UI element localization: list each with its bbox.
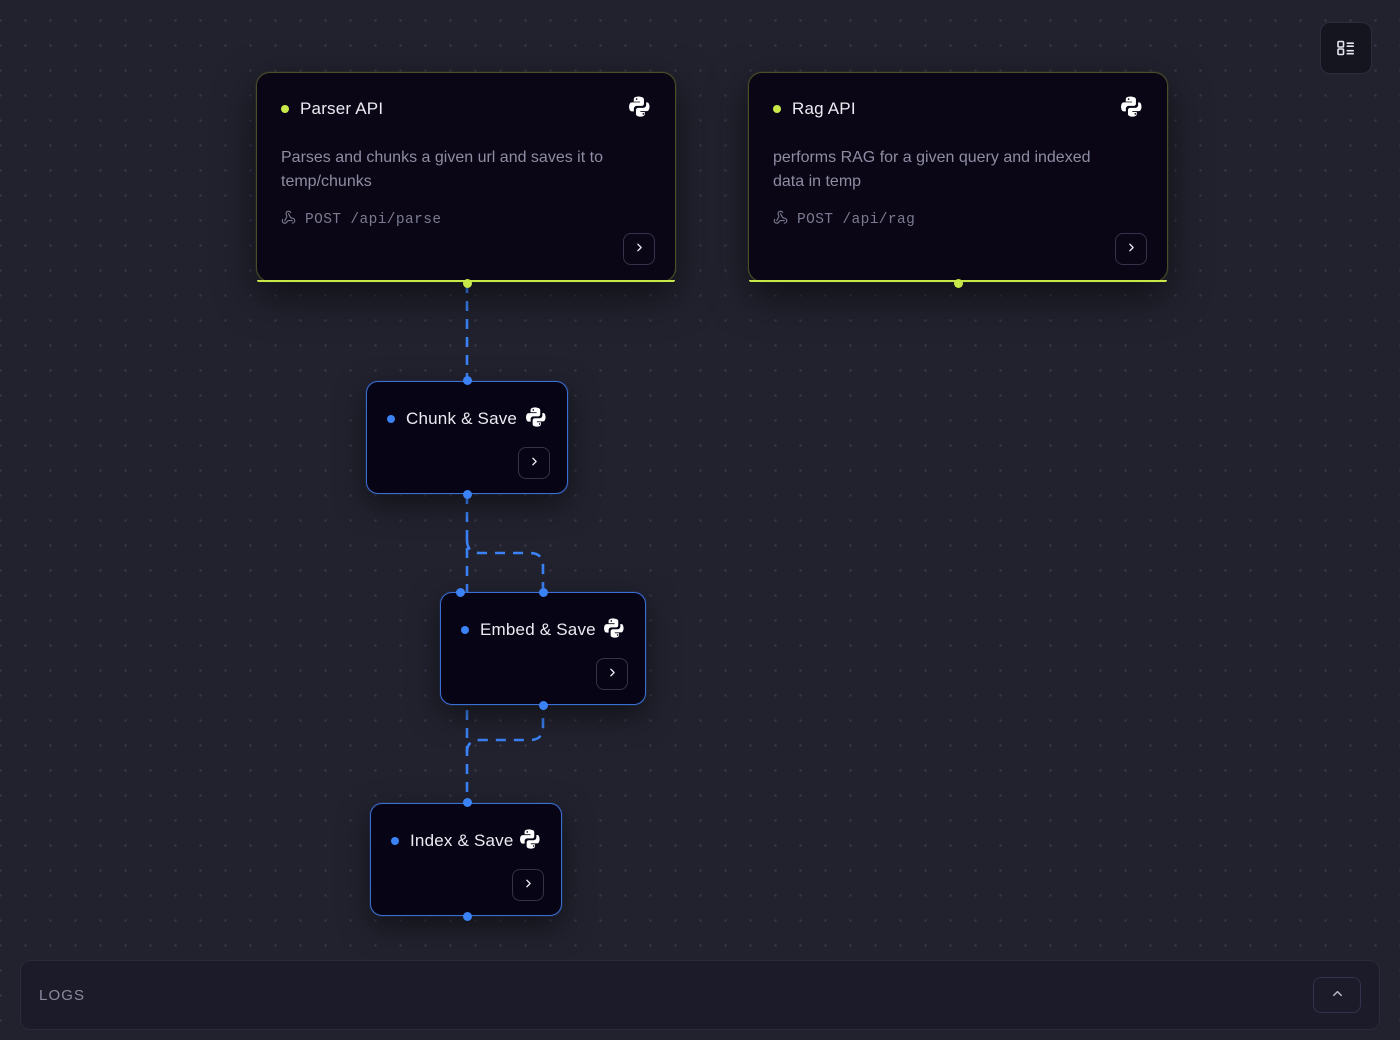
python-icon bbox=[604, 617, 625, 643]
chevron-up-icon bbox=[1330, 986, 1345, 1004]
edge-embed-to-index bbox=[465, 705, 545, 753]
expand-button[interactable] bbox=[596, 658, 628, 690]
node-header: Index & Save bbox=[371, 804, 561, 854]
list-layout-icon bbox=[1336, 38, 1356, 58]
expand-button[interactable] bbox=[512, 869, 544, 901]
card-title-group: Rag API bbox=[773, 99, 856, 119]
port-parser-output[interactable] bbox=[463, 279, 472, 288]
node-label: Chunk & Save bbox=[406, 409, 518, 428]
card-endpoint: POST /api/rag bbox=[773, 210, 1143, 230]
chevron-right-icon bbox=[606, 666, 619, 682]
logs-label: LOGS bbox=[39, 986, 86, 1004]
logs-expand-button[interactable] bbox=[1313, 977, 1361, 1013]
endpoint-method: POST bbox=[305, 212, 342, 228]
port-index-input[interactable] bbox=[463, 798, 472, 807]
python-icon bbox=[520, 828, 541, 854]
port-chunk-input[interactable] bbox=[463, 376, 472, 385]
node-header: Embed & Save bbox=[441, 593, 645, 643]
node-title-group: Chunk & Save bbox=[387, 409, 517, 429]
chevron-right-icon bbox=[528, 455, 541, 471]
status-dot bbox=[387, 415, 395, 423]
card-title-group: Parser API bbox=[281, 99, 383, 119]
node-title-group: Embed & Save bbox=[461, 620, 596, 640]
node-embed-and-save[interactable]: Embed & Save bbox=[440, 592, 646, 705]
card-header: Parser API bbox=[281, 95, 651, 122]
python-icon bbox=[629, 95, 651, 122]
api-card-parser[interactable]: Parser API Parses and chunks a given url… bbox=[256, 72, 676, 282]
status-dot bbox=[281, 104, 289, 113]
card-endpoint: POST /api/parse bbox=[281, 210, 651, 230]
port-embed-output[interactable] bbox=[539, 701, 548, 710]
port-embed-input[interactable] bbox=[539, 588, 548, 597]
card-header: Rag API bbox=[773, 95, 1143, 122]
endpoint-method: POST bbox=[797, 212, 834, 228]
logs-panel[interactable]: LOGS bbox=[20, 960, 1380, 1030]
node-header: Chunk & Save bbox=[367, 382, 567, 432]
endpoint-path: /api/rag bbox=[842, 212, 916, 228]
expand-button[interactable] bbox=[1115, 233, 1147, 265]
page-title: Rag API bbox=[792, 98, 856, 118]
status-dot bbox=[461, 626, 469, 634]
node-title-group: Index & Save bbox=[391, 831, 514, 851]
page-title: Parser API bbox=[300, 98, 384, 118]
node-chunk-and-save[interactable]: Chunk & Save bbox=[366, 381, 568, 494]
status-dot bbox=[391, 837, 399, 845]
port-rag-output[interactable] bbox=[954, 279, 963, 288]
node-label: Embed & Save bbox=[480, 620, 596, 639]
card-description: Parses and chunks a given url and saves … bbox=[281, 149, 603, 190]
port-chunk-output[interactable] bbox=[463, 490, 472, 499]
webhook-icon bbox=[773, 210, 788, 230]
node-index-and-save[interactable]: Index & Save bbox=[370, 803, 562, 916]
expand-button[interactable] bbox=[623, 233, 655, 265]
webhook-icon bbox=[281, 210, 296, 230]
chevron-right-icon bbox=[522, 877, 535, 893]
node-label: Index & Save bbox=[410, 831, 514, 850]
endpoint-path: /api/parse bbox=[350, 212, 442, 228]
api-card-rag[interactable]: Rag API performs RAG for a given query a… bbox=[748, 72, 1168, 282]
python-icon bbox=[526, 406, 547, 432]
python-icon bbox=[1121, 95, 1143, 122]
port-index-output[interactable] bbox=[463, 912, 472, 921]
edge-chunk-to-embed bbox=[465, 539, 545, 592]
status-dot bbox=[773, 104, 781, 113]
card-description: performs RAG for a given query and index… bbox=[773, 149, 1091, 190]
layout-toggle-button[interactable] bbox=[1320, 22, 1372, 74]
chevron-right-icon bbox=[633, 241, 646, 257]
expand-button[interactable] bbox=[518, 447, 550, 479]
port-embed-input-alt[interactable] bbox=[456, 588, 465, 597]
chevron-right-icon bbox=[1125, 241, 1138, 257]
